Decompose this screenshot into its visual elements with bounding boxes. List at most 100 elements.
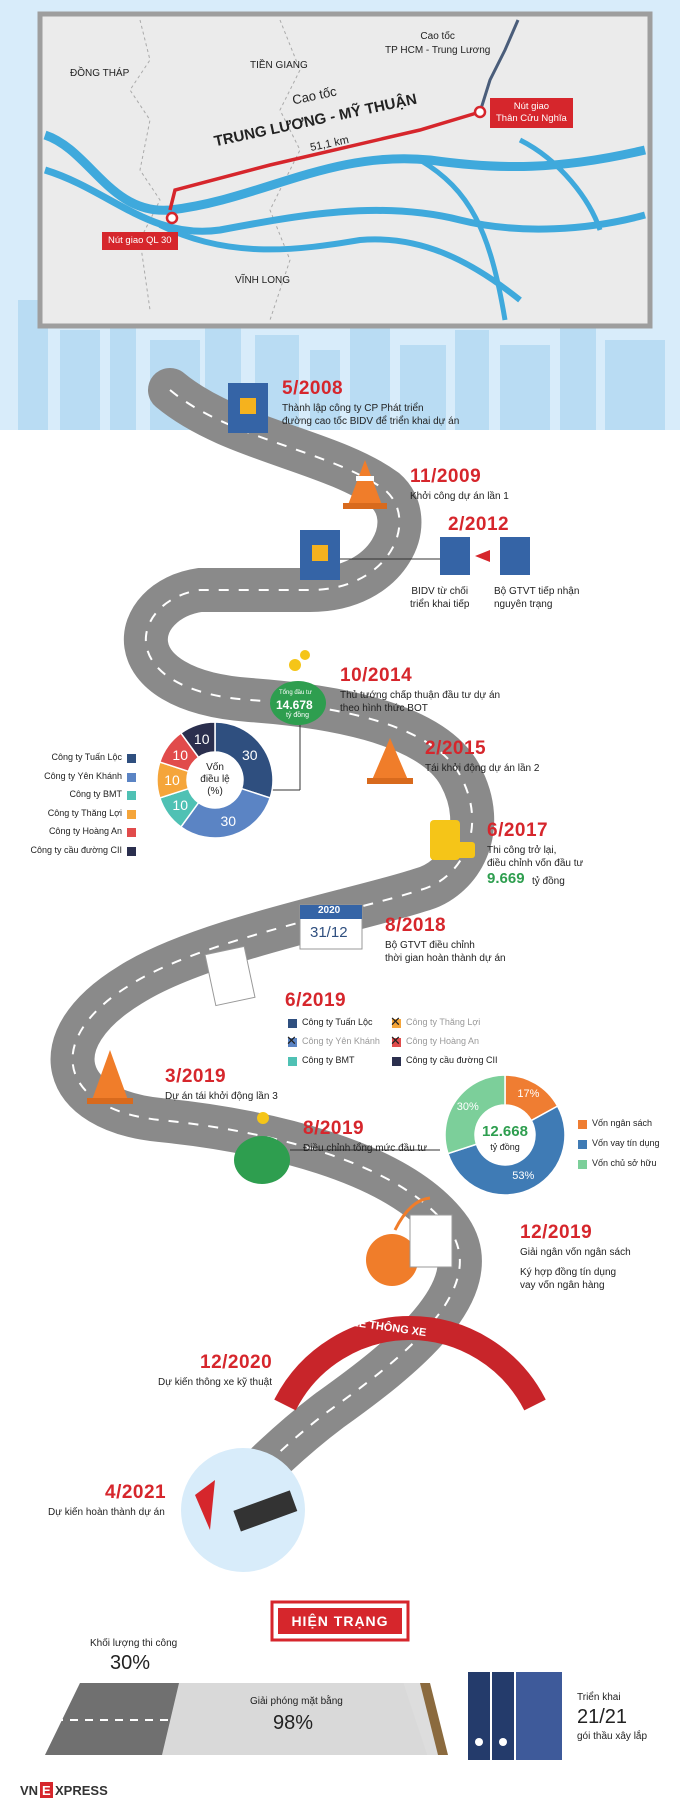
coins-icon-2017 xyxy=(430,820,475,860)
partner-swatch-5 xyxy=(392,1057,401,1066)
event-2019-12-extra: Ký hợp đồng tín dụng vay vốn ngân hàng xyxy=(520,1267,617,1291)
scissors-hand-icon xyxy=(233,1490,298,1532)
packages-value: 21/21 xyxy=(577,1706,628,1728)
event-2017-unit: tỷ đồng xyxy=(532,876,565,887)
binder-icon-2012 xyxy=(300,530,340,580)
event-2012-left: BIDV từ chối triển khai tiếp xyxy=(410,586,470,610)
map-label-dong-thap: ĐỒNG THÁP xyxy=(70,68,130,79)
invest-slice-label-1: 53% xyxy=(512,1170,535,1183)
capital-legend-swatch-1 xyxy=(127,772,136,782)
capital-slice-label-3: 10 xyxy=(164,772,180,788)
map xyxy=(37,11,653,329)
invest-legend-swatch-0 xyxy=(578,1120,587,1129)
partner-removed-icon-3: ✕ xyxy=(390,1033,401,1048)
event-2019-8: Điều chỉnh tổng mức đầu tư xyxy=(303,1143,428,1154)
invest-legend-swatch-2 xyxy=(578,1160,587,1169)
ql30-junction-marker xyxy=(165,211,179,225)
logo-box xyxy=(40,1782,53,1798)
invest-legend-label-0: Vốn ngân sách xyxy=(592,1118,653,1128)
capital-pie xyxy=(156,721,274,839)
year-2009: 11/2009 xyxy=(410,466,482,487)
capital-legend-swatch-0 xyxy=(127,754,136,763)
event-2012-right: Bộ GTVT tiếp nhận nguyên trạng xyxy=(494,586,580,610)
winding-road xyxy=(50,368,495,1532)
invest-legend-swatch-1 xyxy=(578,1140,587,1149)
partner-label-0: Công ty Tuấn Lộc xyxy=(302,1017,373,1027)
partner-label-1: Công ty Thăng Lợi xyxy=(406,1017,481,1027)
invest-slice-2 xyxy=(444,1074,506,1155)
expressway-route xyxy=(168,110,481,211)
year-2019-3: 3/2019 xyxy=(165,1066,227,1087)
year-2017: 6/2017 xyxy=(487,820,549,841)
partner-removed-icon-2: ✕ xyxy=(286,1033,297,1048)
event-2015: Tái khởi động dự án lần 2 xyxy=(425,763,540,774)
capital-legend-label-3: Công ty Thăng Lợi xyxy=(47,807,122,818)
capital-slice-0 xyxy=(214,721,274,799)
handover-icons-2012 xyxy=(440,537,530,575)
year-2008: 5/2008 xyxy=(282,378,344,399)
calendar-icon-2018 xyxy=(299,904,363,950)
invest-legend-label-2: Vốn chủ sở hữu xyxy=(592,1158,657,1168)
tag-ql30: Nút giao QL 30 xyxy=(102,232,178,250)
event-2014: Thủ tướng chấp thuận đầu tư dự án theo h… xyxy=(340,690,501,714)
contract-icon xyxy=(409,1214,453,1268)
capital-legend-label-5: Công ty cầu đường CII xyxy=(30,844,122,855)
ribbon-icon xyxy=(195,1480,215,1530)
invest-legend-label-1: Vốn vay tín dụng xyxy=(592,1138,660,1148)
capital-legend-label-2: Công ty BMT xyxy=(69,789,122,799)
event-2019-12: Giải ngân vốn ngân sách xyxy=(520,1247,631,1258)
year-2020: 12/2020 xyxy=(200,1352,273,1373)
clearance-value: 98% xyxy=(273,1712,314,1734)
partner-label-4: Công ty BMT xyxy=(302,1055,355,1065)
capital-legend-label-4: Công ty Hoàng An xyxy=(48,826,122,836)
capital-slice-label-2: 10 xyxy=(172,797,188,814)
capital-slice-label-0: 30 xyxy=(241,746,258,763)
status-road xyxy=(45,1683,448,1755)
packages-unit: gói thầu xây lắp xyxy=(577,1731,648,1742)
capital-legend-label-0: Công ty Tuấn Lộc xyxy=(51,752,122,762)
partner-label-5: Công ty cầu đường CII xyxy=(406,1055,498,1065)
capital-legend-swatch-4 xyxy=(127,828,136,837)
bag-unit: tỷ đồng xyxy=(286,712,309,719)
logo-xpress: XPRESS xyxy=(55,1783,108,1798)
capital-slice-label-1: 30 xyxy=(220,812,237,829)
year-2019-8: 8/2019 xyxy=(303,1118,365,1139)
partner-swatch-1 xyxy=(392,1019,401,1028)
cone-icon-2009 xyxy=(343,460,387,509)
invest-center-unit: tỷ đồng xyxy=(490,1142,520,1152)
capital-legend-swatch-2 xyxy=(127,791,136,800)
event-2018: Bộ GTVT điều chỉnh thời gian hoàn thành … xyxy=(385,940,506,964)
construction-label: Khối lượng thi công xyxy=(90,1638,178,1649)
invest-slice-label-2: 30% xyxy=(456,1100,479,1113)
partner-label-3: Công ty Hoàng An xyxy=(406,1036,480,1046)
bag-label: Tổng đầu tư xyxy=(279,690,312,696)
capital-slice-label-5: 10 xyxy=(193,731,210,748)
map-label-tien-giang: TIỀN GIANG xyxy=(250,60,308,71)
tag-than-cuu-nghia: Nút giao Thân Cửu Nghĩa xyxy=(490,98,573,128)
event-2017: Thi công trở lại, điều chỉnh vốn đầu tư xyxy=(487,845,584,869)
year-2021: 4/2021 xyxy=(105,1482,167,1503)
event-2020: Dự kiến thông xe kỹ thuật xyxy=(158,1377,272,1388)
invest-slice-1 xyxy=(446,1105,566,1196)
event-2017-value: 9.669 xyxy=(487,870,525,887)
than-cuu-nghia-marker xyxy=(473,105,487,119)
event-2009: Khởi công dự án lần 1 xyxy=(410,491,509,502)
year-2018: 8/2018 xyxy=(385,915,447,936)
partner-swatch-2 xyxy=(288,1038,297,1047)
calendar-year: 2020 xyxy=(318,905,341,916)
invest-center-value: 12.668 xyxy=(482,1123,528,1140)
capital-pie-center: Vốn điều lệ (%) xyxy=(200,762,230,797)
capital-slice-1 xyxy=(179,787,272,839)
money-bag-icon-2019 xyxy=(234,1112,290,1184)
capital-slice-5 xyxy=(179,721,216,759)
partner-swatch-0 xyxy=(288,1019,297,1028)
capital-legend-swatch-3 xyxy=(127,809,136,819)
money-bag-icon-2014 xyxy=(270,650,326,725)
partner-removed-icon-1: ✕ xyxy=(390,1014,401,1029)
bag-value: 14.678 xyxy=(276,698,313,712)
status-title: HIỆN TRẠNG xyxy=(291,1613,389,1629)
packages-label: Triển khai xyxy=(577,1692,621,1703)
cone-icon-2019 xyxy=(87,1050,133,1104)
